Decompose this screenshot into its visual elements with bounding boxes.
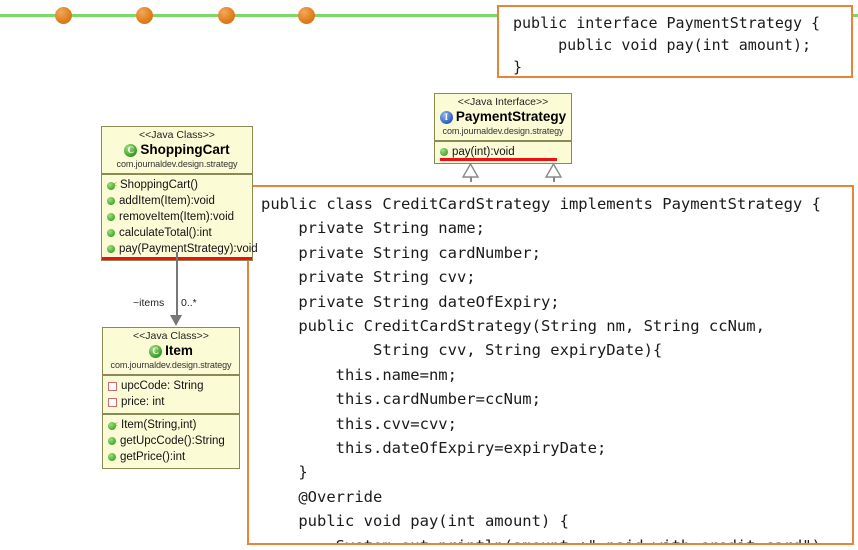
uml-method-label: getPrice():int [120,450,186,463]
uml-method-row[interactable]: getUpcCode():String [103,433,239,449]
association-multiplicity-label: 0..* [181,297,197,309]
realization-arrowhead-icon [462,163,479,178]
uml-name-row: C ShoppingCart [106,142,248,158]
decorative-bullet-dot [136,7,153,24]
class-icon: C [124,143,138,157]
uml-name-row: I PaymentStrategy [439,109,567,125]
interface-icon: I [439,110,453,124]
association-connector-line [176,252,178,317]
uml-method-row[interactable]: pay(int):void [435,144,571,161]
uml-method-label: calculateTotal():int [119,226,212,239]
highlight-underline [440,158,557,161]
uml-name-row: C Item [107,343,235,359]
uml-method-label: getUpcCode():String [120,434,225,447]
uml-field-label: price: int [121,395,165,408]
uml-package-name: com.journaldev.design.strategy [116,159,238,169]
constructor-icon [108,417,118,432]
uml-method-compartment: Item(String,int) getUpcCode():String get… [103,415,239,468]
private-field-icon [108,381,117,391]
private-field-icon [108,397,117,407]
uml-method-label: pay(int):void [452,145,515,158]
uml-method-label: pay(PaymentStrategy):void [119,242,258,255]
decorative-bullet-dot [298,7,315,24]
association-role-label: ~items [133,297,165,309]
uml-method-label: Item(String,int) [121,418,197,431]
uml-method-row[interactable]: removeItem(Item):void [102,209,252,225]
uml-field-row[interactable]: upcCode: String [103,378,239,394]
uml-class-shoppingcart[interactable]: <<Java Class>> C ShoppingCart com.journa… [101,126,258,261]
class-icon: C [149,344,163,358]
public-method-icon [107,197,115,205]
public-method-icon [440,148,448,156]
uml-field-label: upcCode: String [121,379,204,392]
uml-header: <<Java Class>> C ShoppingCart com.journa… [102,127,252,175]
decorative-divider-line [0,14,858,17]
interface-code-block: public interface PaymentStrategy { publi… [497,5,853,78]
decorative-bullet-dot [55,7,72,24]
public-method-icon [108,437,116,445]
uml-constructor-row[interactable]: Item(String,int) [103,417,239,433]
class-code-block: public class CreditCardStrategy implemen… [247,185,854,545]
association-arrowhead-icon [170,315,182,326]
uml-field-row[interactable]: price: int [103,394,239,410]
uml-method-label: addItem(Item):void [119,194,215,207]
uml-type-name: Item [165,343,193,358]
uml-header: <<Java Class>> C Item com.journaldev.des… [103,328,239,376]
uml-stereotype: <<Java Class>> [139,129,215,141]
uml-method-compartment: pay(int):void [435,142,571,163]
uml-package-name: com.journaldev.design.strategy [110,360,232,370]
uml-type-name: ShoppingCart [140,142,230,157]
decorative-bullet-dot [218,7,235,24]
uml-constructor-row[interactable]: ShoppingCart() [102,177,252,193]
public-method-icon [107,245,115,253]
uml-field-compartment: upcCode: String price: int [103,376,239,415]
constructor-icon [107,177,117,192]
uml-type-name: PaymentStrategy [455,109,567,124]
uml-method-row[interactable]: getPrice():int [103,449,239,465]
realization-arrowhead-icon [545,163,562,178]
public-method-icon [108,453,116,461]
uml-method-label: ShoppingCart() [120,178,198,191]
public-method-icon [107,229,115,237]
uml-method-row[interactable]: addItem(Item):void [102,193,252,209]
uml-method-label: removeItem(Item):void [119,210,235,223]
uml-header: <<Java Interface>> I PaymentStrategy com… [435,94,571,142]
uml-stereotype: <<Java Class>> [133,330,209,342]
uml-interface-paymentstrategy[interactable]: <<Java Interface>> I PaymentStrategy com… [434,93,572,164]
uml-package-name: com.journaldev.design.strategy [442,126,564,136]
uml-method-row[interactable]: calculateTotal():int [102,225,252,241]
uml-class-item[interactable]: <<Java Class>> C Item com.journaldev.des… [102,327,240,469]
public-method-icon [107,213,115,221]
uml-stereotype: <<Java Interface>> [457,96,549,108]
uml-method-compartment: ShoppingCart() addItem(Item):void remove… [102,175,258,260]
